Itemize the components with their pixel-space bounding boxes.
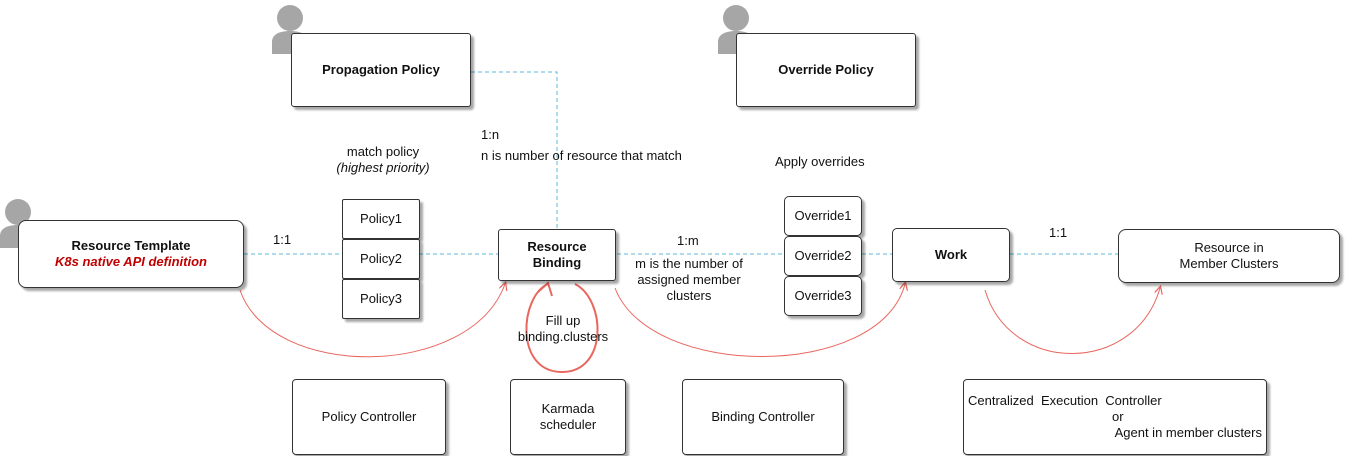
work-label: Work — [934, 247, 968, 262]
policy-item-2[interactable]: Policy2 — [342, 239, 420, 279]
karmada-scheduler-line2: scheduler — [539, 417, 597, 432]
binding-controller-label: Binding Controller — [711, 409, 815, 424]
override-item-label: Override2 — [794, 248, 852, 263]
binding-work-note-line1: m is the number of — [635, 256, 743, 271]
resource-member-line2: Member Clusters — [1179, 256, 1279, 271]
propagation-policy-box[interactable]: Propagation Policy — [291, 33, 471, 107]
execution-controller-line2: or — [1112, 409, 1124, 424]
resource-binding-box[interactable]: Resource Binding — [498, 229, 616, 281]
override-item-2[interactable]: Override2 — [784, 236, 862, 276]
override-item-label: Override3 — [794, 288, 852, 303]
resource-binding-line1: Resource — [527, 239, 587, 254]
resource-binding-line2: Binding — [532, 255, 582, 270]
work-box[interactable]: Work — [892, 228, 1010, 282]
arc-execution-controller — [984, 288, 1160, 354]
policy-item-label: Policy3 — [360, 291, 402, 306]
policy-item-1[interactable]: Policy1 — [342, 199, 420, 239]
execution-controller-box[interactable]: Centralized Execution Controller or Agen… — [963, 379, 1267, 455]
binding-work-note-line2: assigned member — [637, 272, 741, 287]
policy-item-label: Policy2 — [360, 251, 402, 266]
execution-controller-line1: Centralized Execution Controller — [968, 393, 1162, 408]
scheduler-loop-arrowhead — [537, 281, 553, 297]
policy-item-label: Policy1 — [360, 211, 402, 226]
policy-controller-box[interactable]: Policy Controller — [292, 379, 446, 455]
resource-template-box[interactable]: Resource Template K8s native API definit… — [18, 220, 244, 288]
resource-member-clusters-box[interactable]: Resource in Member Clusters — [1118, 229, 1340, 283]
resource-template-subtitle: K8s native API definition — [55, 254, 207, 269]
binding-work-ratio: 1:m — [677, 233, 699, 248]
scheduler-loop — [525, 283, 599, 374]
karmada-scheduler-line1: Karmada — [541, 401, 595, 416]
karmada-scheduler-box[interactable]: Karmada scheduler — [510, 379, 626, 455]
template-binding-ratio: 1:1 — [273, 232, 292, 247]
override-policy-label: Override Policy — [778, 62, 874, 77]
binding-clusters-text: binding.clusters — [517, 329, 609, 344]
resource-member-line1: Resource in — [1194, 240, 1264, 255]
policy-controller-label: Policy Controller — [321, 409, 417, 424]
fill-up-text: Fill up — [545, 313, 581, 328]
binding-work-note: m is the number of assigned member clust… — [629, 256, 749, 304]
highest-priority-text: (highest priority) — [336, 160, 430, 175]
scheduler-loop-label: Fill up binding.clusters — [515, 313, 611, 345]
arc-policy-controller — [239, 284, 505, 358]
dashed-policy-binding — [471, 71, 558, 229]
policy-item-3[interactable]: Policy3 — [342, 279, 420, 319]
override-item-3[interactable]: Override3 — [784, 276, 862, 316]
policy-binding-note: n is number of resource that match — [481, 148, 682, 163]
override-policy-box[interactable]: Override Policy — [736, 33, 916, 107]
match-policy-caption: match policy (highest priority) — [328, 144, 438, 176]
apply-overrides-caption: Apply overrides — [775, 154, 865, 169]
binding-work-note-line3: clusters — [666, 288, 712, 303]
match-policy-text: match policy — [346, 144, 420, 159]
binding-controller-box[interactable]: Binding Controller — [682, 379, 844, 455]
work-resource-ratio: 1:1 — [1049, 225, 1068, 240]
resource-template-title: Resource Template — [71, 238, 191, 253]
arc-binding-controller — [614, 284, 905, 357]
propagation-policy-label: Propagation Policy — [322, 62, 440, 77]
policy-binding-ratio: 1:n — [481, 127, 500, 142]
override-item-1[interactable]: Override1 — [784, 196, 862, 236]
execution-controller-line3: Agent in member clusters — [1114, 425, 1262, 440]
override-item-label: Override1 — [794, 208, 852, 223]
